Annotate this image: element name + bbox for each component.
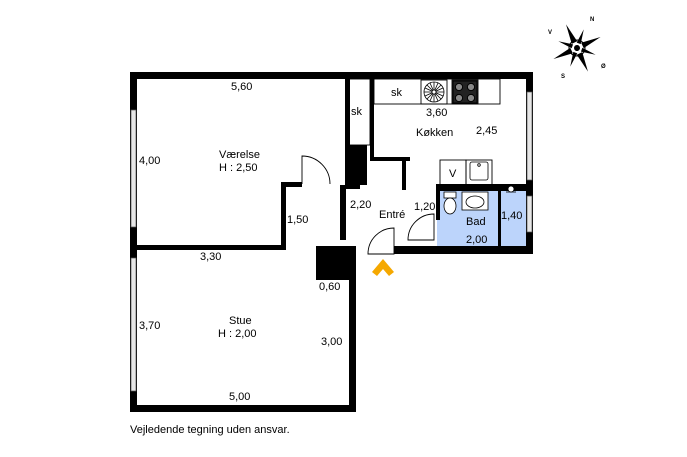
cupboard-label-hall: sk — [351, 106, 363, 118]
room-name-vaerelse: Værelse — [219, 149, 260, 161]
dim-3-00: 3,00 — [321, 336, 342, 348]
room-height-vaerelse: H : 2,50 — [219, 162, 258, 174]
room-height-stue: H : 2,00 — [218, 328, 257, 340]
toilet-icon — [443, 191, 457, 215]
washer-label: V — [449, 168, 457, 180]
dim-3-30: 3,30 — [200, 251, 221, 263]
windows — [130, 91, 533, 392]
door-swings — [301, 155, 435, 255]
room-name-bad: Bad — [466, 216, 486, 228]
compass-rose-icon — [553, 24, 601, 72]
dim-2-20: 2,20 — [350, 199, 371, 211]
dim-2-45: 2,45 — [476, 125, 497, 137]
dim-0-60: 0,60 — [319, 281, 340, 293]
extractor-fan-icon — [423, 81, 445, 103]
room-name-entre: Entré — [379, 209, 405, 221]
compass-east-label: Ø — [601, 64, 606, 70]
kitchen-sink-icon — [469, 161, 489, 181]
room-name-stue: Stue — [229, 315, 252, 327]
compass-west-label: V — [548, 30, 552, 36]
stove-icon — [452, 80, 478, 104]
dim-2-00-bath: 2,00 — [466, 234, 487, 246]
dim-5-60: 5,60 — [231, 81, 252, 93]
kitchen-fixtures — [345, 78, 501, 186]
compass-north-label: N — [590, 17, 594, 23]
dim-1-40: 1,40 — [501, 210, 522, 222]
dim-5-00: 5,00 — [229, 391, 250, 403]
dim-1-20: 1,20 — [414, 201, 435, 213]
dim-3-60: 3,60 — [426, 107, 447, 119]
washbasin-icon — [461, 191, 489, 211]
dim-1-50: 1,50 — [287, 214, 308, 226]
compass-south-label: S — [561, 74, 565, 80]
cupboard-label-kitchen: sk — [391, 87, 403, 99]
room-name-kokken: Køkken — [416, 127, 453, 139]
dim-3-70: 3,70 — [139, 320, 160, 332]
shower-icon — [506, 185, 516, 193]
dim-4-00: 4,00 — [139, 155, 160, 167]
entry-arrow — [372, 259, 394, 276]
bathroom-floor — [437, 189, 531, 246]
disclaimer-caption: Vejledende tegning uden ansvar. — [130, 424, 290, 436]
